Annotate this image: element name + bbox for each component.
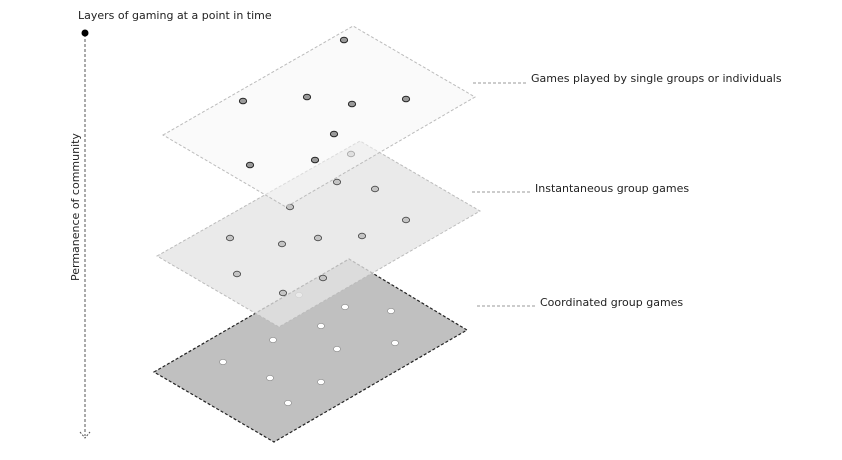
game-dot [318,274,327,282]
game-dot [310,156,320,164]
game-dot [401,216,410,224]
game-dot [313,234,322,242]
game-dot [266,375,274,381]
leader-lines [472,82,536,307]
game-dot [370,185,379,193]
layer-single-plane [162,25,476,208]
game-dot [302,93,312,101]
label-instantaneous-group: Instantaneous group games [535,182,690,195]
game-dot [329,130,339,138]
label-single-groups: Games played by single groups or individ… [531,72,782,85]
game-dot [341,304,349,310]
game-dot [317,379,325,385]
game-dot [339,36,349,44]
game-dot [219,359,227,365]
axis-start-dot [81,29,89,37]
label-coordinated-group: Coordinated group games [540,296,684,309]
game-dot [225,234,234,242]
game-dot [333,346,341,352]
layer-single-dots [238,36,411,169]
game-dot [238,97,248,105]
axis-arrowhead [79,431,91,439]
game-dot [284,400,292,406]
game-dot [278,289,287,297]
game-dot [347,100,357,108]
game-dot [317,323,325,329]
game-dot [269,337,277,343]
game-dot [357,232,366,240]
permanence-axis [79,29,91,439]
layer-single [162,25,476,208]
game-dot [332,178,341,186]
game-dot [387,308,395,314]
game-dot [245,161,255,169]
game-dot [232,270,241,278]
game-dot [277,240,286,248]
game-dot [401,95,411,103]
game-dot [391,340,399,346]
axis-label-permanence: Permanence of community [69,133,82,281]
diagram-title: Layers of gaming at a point in time [78,9,272,22]
